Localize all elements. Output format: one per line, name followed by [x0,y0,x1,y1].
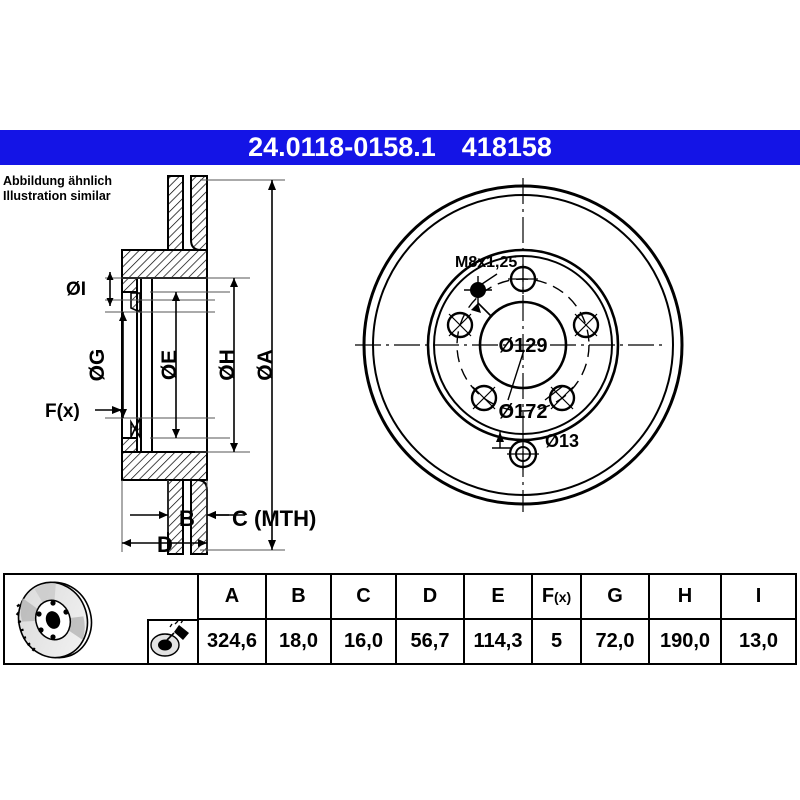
brake-disc-3d-thumbnail [9,578,101,660]
illustration-note: Abbildung ähnlich Illustration similar [3,174,112,204]
disc-friction-edge [372,194,674,496]
spec-value-B: 18,0 [265,618,332,665]
annotation-bolt-circle: Ø172 [499,349,564,423]
dimension-label-Fx: F(x) [45,401,80,422]
dimension-label-H: ØH [216,349,239,381]
dimension-label-I: ØI [66,279,86,300]
threaded-hole-M8: M8x1,25 [455,254,517,318]
section-upper-ring [121,249,208,293]
technical-drawing: ØI ØG ØE [0,160,800,570]
spec-header-Fx: F(x) [531,573,582,620]
section-upper-vane [130,292,141,314]
bolt-hole [446,311,474,339]
dimension-Fx: F(x) [45,401,122,422]
article-number: 418158 [461,132,552,162]
header-title: 24.0118-0158.1 418158 [248,132,552,163]
dimension-label-B: B [179,506,195,531]
dimension-label-D: D [157,532,173,557]
disc-center-bore [478,300,568,390]
drawing-svg: ØI ØG ØE [45,175,684,557]
dimension-H: ØH [195,277,250,453]
bolt-hole [508,264,538,294]
spec-table-value-row: 324,6 18,0 16,0 56,7 114,3 5 72,0 190,0 … [4,618,797,665]
spec-header-G: G [580,573,650,620]
annotation-129-label: Ø129 [499,335,548,357]
spec-header-D: D [395,573,465,620]
section-lower-vane [130,417,141,440]
spec-header-C: C [330,573,397,620]
fx-sub-label: (x) [554,589,572,605]
bolt-hole [548,384,576,412]
spec-header-I: I [720,573,797,620]
annotation-center-bore: Ø129 [499,335,548,357]
spec-value-Fx: 5 [531,618,582,665]
spec-table-header-row: A B C D E F(x) G H I [3,573,797,665]
dimension-I: ØI [66,272,215,306]
annotation-13-label: Ø13 [545,431,579,451]
annotation-bolt-hole-dia: Ø13 [492,431,579,470]
section-vent-gap [121,278,208,452]
spec-value-D: 56,7 [395,618,465,665]
dimension-A: ØA [200,179,285,551]
cross-section-view: ØI ØG ØE [45,175,316,557]
header-bar: 24.0118-0158.1 418158 [0,130,800,165]
spec-header-E: E [463,573,533,620]
spec-value-C: 16,0 [330,618,397,665]
dimension-label-E: ØE [158,350,181,380]
section-lower-ring [121,437,208,481]
section-upper-hub [167,175,208,251]
annotation-172-label: Ø172 [499,401,548,423]
dimension-label-G: ØG [86,349,109,382]
disc-outer-edge [362,184,684,506]
dimension-D: D [121,480,208,557]
dimension-B: B [130,480,245,532]
bolt-hole [470,384,498,412]
spec-value-G: 72,0 [580,618,650,665]
face-view: M8x1,25 Ø129 Ø172 [355,178,684,512]
spec-table-container: A B C D E F(x) G H I 324,6 18,0 16,0 56,… [3,573,797,665]
dimension-G: ØG [86,311,215,419]
dimension-label-A: ØA [254,349,277,381]
annotation-M8: M8x1,25 [455,254,517,271]
spec-value-H: 190,0 [648,618,722,665]
disc-hat-inner [433,255,613,435]
spec-value-E: 114,3 [463,618,533,665]
part-number: 24.0118-0158.1 [248,132,436,162]
fx-main-label: F [541,585,555,607]
coating-spray-thumbnail [147,619,199,665]
dimension-E: ØE [150,291,230,439]
thumbnail-cell [3,573,199,665]
bolt-holes [446,264,600,412]
spec-value-I: 13,0 [720,618,797,665]
spec-header-A: A [197,573,267,620]
spec-value-A: 324,6 [197,618,267,665]
bolt-hole [572,311,600,339]
dimension-C: C (MTH) [206,485,316,531]
illustration-note-en: Illustration similar [3,189,111,203]
illustration-note-de: Abbildung ähnlich [3,174,113,188]
spec-table: A B C D E F(x) G H I 324,6 18,0 16,0 56,… [3,573,797,665]
spec-header-H: H [648,573,722,620]
dimension-label-C: C (MTH) [232,506,316,531]
spec-header-B: B [265,573,332,620]
